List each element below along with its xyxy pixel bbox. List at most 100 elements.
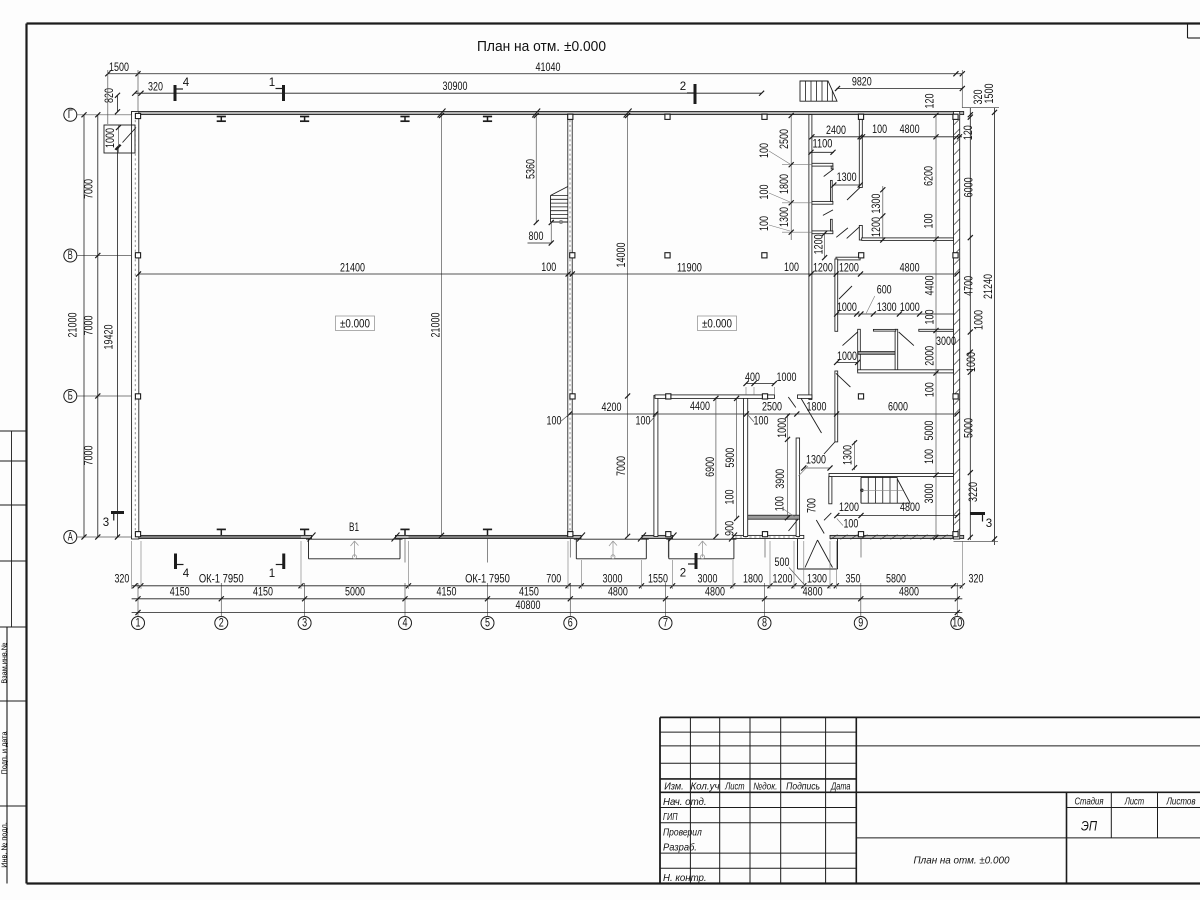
svg-text:3000: 3000 (603, 572, 623, 586)
svg-text:2: 2 (680, 568, 686, 580)
svg-text:21000: 21000 (66, 312, 80, 337)
svg-text:21240: 21240 (981, 274, 995, 299)
svg-text:19420: 19420 (102, 324, 116, 349)
svg-text:1550: 1550 (648, 572, 668, 586)
svg-text:Б: Б (68, 388, 73, 402)
svg-text:2500: 2500 (777, 129, 791, 149)
svg-text:100: 100 (922, 213, 936, 228)
svg-text:4800: 4800 (900, 261, 920, 275)
svg-text:500: 500 (775, 555, 790, 569)
svg-text:5000: 5000 (922, 420, 936, 440)
svg-text:100: 100 (872, 122, 887, 136)
svg-text:120: 120 (923, 93, 937, 108)
svg-text:3220: 3220 (966, 482, 980, 502)
svg-text:6000: 6000 (888, 400, 908, 414)
svg-text:320: 320 (148, 80, 163, 94)
svg-text:100: 100 (757, 184, 771, 199)
svg-text:1500: 1500 (109, 60, 129, 74)
svg-text:±0.000: ±0.000 (340, 316, 370, 330)
svg-text:1000: 1000 (972, 310, 986, 330)
svg-text:700: 700 (546, 572, 561, 586)
svg-text:3: 3 (302, 615, 307, 629)
svg-text:120: 120 (961, 125, 975, 140)
svg-text:320: 320 (971, 89, 985, 104)
svg-text:1800: 1800 (807, 400, 827, 414)
svg-text:Изм.: Изм. (664, 781, 683, 792)
svg-text:820: 820 (102, 88, 116, 103)
svg-text:4: 4 (403, 615, 408, 629)
svg-text:100: 100 (784, 260, 799, 274)
svg-text:100: 100 (754, 414, 769, 428)
svg-text:ОК-1 7950: ОК-1 7950 (199, 572, 244, 586)
svg-text:40800: 40800 (516, 598, 541, 612)
svg-text:6900: 6900 (703, 457, 717, 477)
svg-text:4800: 4800 (900, 500, 920, 514)
svg-text:7000: 7000 (81, 445, 95, 465)
svg-text:2000: 2000 (923, 346, 937, 366)
svg-text:100: 100 (923, 309, 937, 324)
svg-text:Разраб.: Разраб. (663, 842, 697, 854)
svg-text:6200: 6200 (922, 166, 936, 186)
svg-text:1300: 1300 (840, 445, 854, 465)
svg-text:4800: 4800 (705, 585, 725, 599)
svg-text:ГИП: ГИП (663, 812, 678, 823)
svg-text:100: 100 (757, 216, 771, 231)
svg-text:Лист: Лист (1124, 796, 1144, 807)
svg-text:1200: 1200 (813, 260, 833, 274)
svg-text:100: 100 (547, 414, 562, 428)
svg-text:Проверил: Проверил (663, 827, 702, 838)
svg-text:2500: 2500 (762, 400, 782, 414)
svg-text:4800: 4800 (900, 122, 920, 136)
svg-text:2: 2 (219, 615, 224, 629)
svg-text:1000: 1000 (775, 418, 789, 438)
svg-text:Н. контр.: Н. контр. (663, 873, 707, 884)
svg-text:4800: 4800 (899, 585, 919, 599)
svg-text:3900: 3900 (773, 469, 787, 489)
svg-text:1200: 1200 (869, 217, 883, 237)
svg-text:1: 1 (269, 77, 275, 89)
svg-text:Дата: Дата (830, 781, 850, 792)
svg-text:320: 320 (969, 572, 984, 586)
svg-text:В: В (68, 248, 73, 262)
svg-text:Взам.инв.№: Взам.инв.№ (0, 642, 8, 683)
svg-text:Лист: Лист (724, 781, 744, 792)
svg-text:2400: 2400 (826, 123, 846, 137)
svg-text:3000: 3000 (922, 483, 936, 503)
svg-text:7000: 7000 (81, 315, 95, 335)
svg-text:400: 400 (745, 370, 760, 384)
svg-text:900: 900 (723, 521, 737, 536)
svg-text:14000: 14000 (614, 242, 628, 267)
svg-text:5: 5 (485, 615, 490, 629)
svg-text:1100: 1100 (813, 137, 833, 151)
svg-text:100: 100 (541, 260, 556, 274)
svg-text:4800: 4800 (803, 585, 823, 599)
svg-text:3: 3 (986, 518, 992, 530)
svg-text:100: 100 (773, 496, 787, 511)
svg-text:1000: 1000 (777, 370, 797, 384)
svg-text:100: 100 (923, 382, 937, 397)
svg-text:1200: 1200 (811, 234, 825, 254)
svg-text:1000: 1000 (837, 349, 857, 363)
svg-text:Подп. и дата: Подп. и дата (0, 731, 8, 775)
svg-text:4400: 4400 (923, 275, 937, 295)
svg-text:3000: 3000 (698, 572, 718, 586)
svg-text:5000: 5000 (961, 418, 975, 438)
svg-text:4400: 4400 (690, 399, 710, 413)
svg-text:1000: 1000 (900, 300, 920, 314)
svg-text:5900: 5900 (723, 448, 737, 468)
svg-text:6: 6 (568, 615, 573, 629)
svg-text:700: 700 (804, 498, 818, 513)
svg-text:21000: 21000 (429, 312, 443, 337)
svg-text:10: 10 (952, 615, 962, 629)
svg-text:21400: 21400 (340, 261, 365, 275)
svg-text:1800: 1800 (743, 572, 763, 586)
svg-text:1: 1 (269, 568, 275, 580)
svg-text:7: 7 (663, 615, 668, 629)
svg-text:100: 100 (636, 414, 651, 428)
svg-text:4150: 4150 (170, 585, 190, 599)
svg-text:1300: 1300 (869, 193, 883, 213)
svg-text:±0.000: ±0.000 (702, 316, 732, 330)
svg-text:4700: 4700 (961, 276, 975, 296)
svg-text:4150: 4150 (253, 585, 273, 599)
svg-text:1200: 1200 (839, 500, 859, 514)
